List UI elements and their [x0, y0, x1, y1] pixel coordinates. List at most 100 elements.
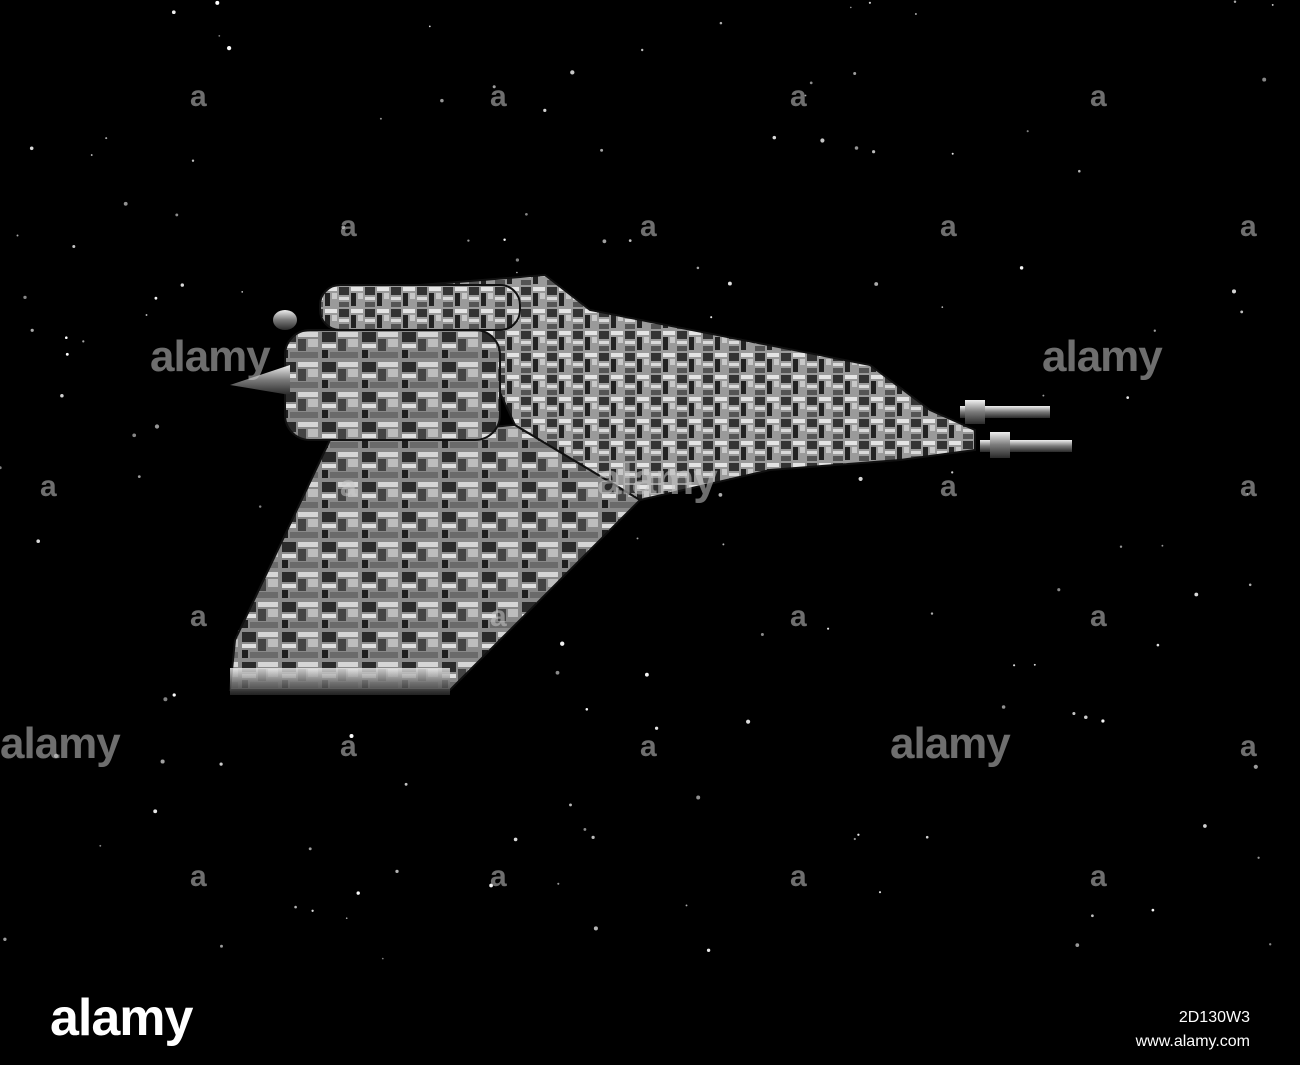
watermark-mark: a — [190, 80, 207, 113]
watermark-mark: a — [1090, 80, 1107, 113]
spaceship-main-engine — [284, 329, 501, 441]
star — [951, 471, 954, 474]
star — [241, 291, 244, 293]
star — [593, 926, 598, 931]
star — [1194, 592, 1199, 597]
star — [1075, 943, 1080, 947]
spaceship — [228, 273, 1072, 695]
star — [226, 45, 232, 51]
star — [1126, 396, 1130, 399]
star — [710, 316, 713, 319]
watermark-mark: a — [1240, 470, 1257, 503]
star — [492, 85, 496, 89]
star — [16, 234, 19, 237]
star — [858, 476, 863, 481]
star — [356, 891, 360, 895]
star — [719, 21, 723, 25]
star — [804, 94, 807, 97]
star — [746, 719, 751, 724]
star — [1091, 914, 1094, 918]
watermark-logo: alamy — [0, 719, 121, 768]
star — [215, 0, 220, 5]
star — [154, 424, 160, 429]
watermark-mark: a — [490, 860, 507, 893]
star — [23, 295, 27, 300]
star — [395, 869, 399, 874]
star — [404, 782, 408, 786]
star — [1269, 943, 1272, 946]
star — [696, 795, 701, 800]
watermark-mark: a — [40, 470, 57, 503]
star — [428, 25, 431, 28]
star — [760, 633, 764, 636]
star — [849, 6, 852, 9]
watermark-logo: alamy — [150, 332, 271, 381]
watermark-mark: a — [1240, 730, 1257, 763]
star — [557, 882, 560, 885]
star — [1253, 764, 1258, 769]
star — [685, 904, 688, 907]
space-scene — [0, 0, 1274, 960]
star — [853, 72, 857, 75]
star — [341, 225, 346, 230]
star — [718, 493, 723, 497]
star — [294, 905, 297, 909]
star — [1151, 908, 1155, 912]
star — [180, 283, 184, 287]
star — [381, 957, 384, 960]
star — [1161, 544, 1164, 547]
star — [1119, 545, 1123, 548]
star — [123, 201, 128, 206]
star — [809, 81, 813, 85]
star — [1262, 77, 1267, 82]
star — [706, 948, 711, 952]
watermark-mark: a — [490, 80, 507, 113]
star — [853, 837, 856, 841]
star — [65, 352, 69, 356]
spaceship-fuselage — [417, 273, 976, 502]
star — [1101, 719, 1105, 723]
star — [36, 539, 40, 543]
star — [560, 641, 565, 646]
spaceship-nose-cone — [230, 365, 290, 395]
star — [583, 827, 587, 831]
watermark-mark: a — [790, 80, 807, 113]
star — [218, 34, 221, 37]
watermark-mark: a — [640, 210, 657, 243]
star — [513, 837, 518, 842]
star — [602, 239, 607, 244]
star — [175, 213, 179, 217]
star — [65, 336, 68, 339]
star — [1078, 169, 1081, 173]
star — [516, 271, 518, 274]
image-id: 2D130W3 — [1178, 1009, 1250, 1026]
star — [145, 314, 148, 316]
star — [440, 98, 444, 103]
star — [60, 394, 64, 398]
star — [543, 108, 547, 113]
star — [349, 734, 354, 738]
star — [308, 847, 312, 851]
star — [3, 937, 7, 941]
star — [1026, 130, 1029, 133]
star — [1042, 394, 1045, 397]
spaceship-upper-engine — [319, 284, 521, 331]
watermark-mark: a — [640, 730, 657, 763]
star — [722, 543, 725, 546]
star — [503, 238, 506, 241]
footer-bar — [0, 965, 1300, 1065]
star — [467, 239, 470, 242]
star — [219, 762, 223, 766]
watermark-mark: a — [790, 860, 807, 893]
star — [570, 70, 575, 75]
star — [1084, 715, 1088, 720]
star — [874, 282, 879, 286]
star — [941, 306, 944, 308]
watermark-mark: a — [1090, 600, 1107, 633]
star — [827, 627, 830, 630]
star — [171, 10, 176, 15]
star — [857, 833, 860, 836]
star — [515, 258, 520, 262]
star — [878, 891, 882, 894]
watermark-mark: a — [940, 210, 957, 243]
